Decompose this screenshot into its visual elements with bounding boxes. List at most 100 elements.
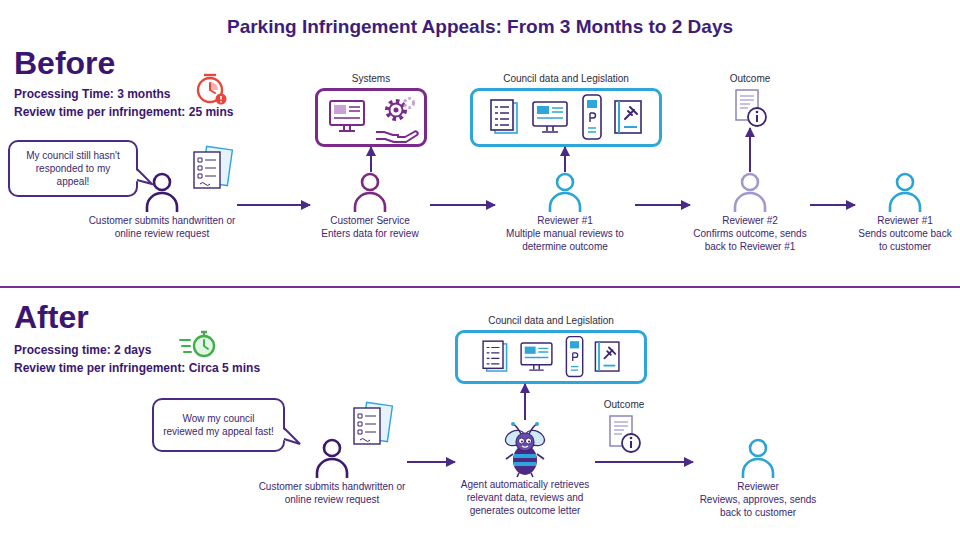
reviewer-step: Reviewer #1Multiple manual reviews to de… [495,172,635,253]
alert-mark [220,96,222,100]
flow-arrow [595,461,693,463]
paper-lines [200,160,216,186]
step-caption: Confirms outcome, sends back to Reviewer… [690,227,810,253]
icon-part [587,100,597,108]
icon-part [529,365,543,370]
role-caption: Customer submits handwritten or online r… [87,214,237,240]
icon-part [622,434,640,452]
icon-part [624,126,637,128]
icon-part [890,193,920,212]
section-divider [0,286,960,288]
reviewer-step: Reviewer #2Confirms outcome, sends back … [690,172,810,253]
icon-part [495,107,509,125]
ai-agent-step: Agent automatically retrieves relevant d… [455,420,595,517]
person-icon [730,172,770,214]
bubble-tail [284,428,300,444]
icon-part [324,440,340,456]
group-box [315,88,427,147]
person-icon [312,438,352,480]
icon-part [595,342,619,371]
role-caption: Customer Service [310,214,430,227]
icon-part [537,106,549,114]
icon-part [743,459,773,478]
icon-part [533,102,567,132]
outcome-icon [732,88,768,128]
speech-bubble: My council still hasn't responded to my … [8,140,138,197]
paper-boxes [358,414,362,434]
flow-arrow [749,128,751,172]
icon-part [583,95,601,139]
icon-part [748,108,766,126]
person-icon [350,172,390,214]
icon-part [557,174,573,190]
icon-part [376,131,418,142]
role-caption: Reviewer #1 [495,214,635,227]
alert-dot [220,101,222,103]
icon-part [533,102,567,126]
paper-front [194,152,220,188]
icon-part [526,438,532,444]
icon-part [615,101,641,133]
paper-back [362,402,393,441]
icon-part [376,99,418,143]
stopwatch-button [201,332,207,336]
icon-part [595,342,619,371]
flow-arrow [370,147,372,172]
group-heading: Council data and Legislation [455,312,647,330]
speed-lines [180,340,191,352]
outcome-document: Outcome [598,396,650,454]
icon-part [618,101,620,133]
icon-part [571,367,578,371]
icon-part [598,342,600,371]
icon-part [491,100,517,133]
icon-part [519,438,525,444]
diagram-title: Parking Infringement Appeals: From 3 Mon… [0,15,960,39]
flow-arrow [564,147,566,172]
reviewer-step: ReviewerReviews, approves, sends back to… [693,438,823,519]
reviewer-step: Reviewer #1Sends outcome back to custome… [855,172,955,253]
icon-part [897,174,913,190]
group-box [455,330,647,384]
icon-part [756,111,759,114]
icon-part [334,107,360,118]
resource-icons [458,333,644,381]
icon-part [525,348,549,357]
stopwatch-face [194,336,214,356]
alert-badge [216,94,227,105]
icon-part [528,440,530,442]
icon-part [516,433,534,451]
clock-icon [198,75,227,105]
document-stack-icon [354,402,392,444]
speech-text: My council still hasn't responded to my … [18,149,128,188]
role-caption: Customer submits handwritten or online r… [257,480,407,506]
icon-part [521,343,552,370]
outcome-document: Outcome [720,70,780,128]
flow-arrow [810,204,855,206]
customer-step: Customer submits handwritten or online r… [257,438,407,506]
outcome-icon [606,414,642,454]
paper-boxes [198,158,202,178]
icon-part [514,456,536,464]
icon-part [590,113,595,122]
clock-hands [210,83,215,93]
person-icon [738,438,778,480]
icon-part [483,341,503,368]
icon-part [330,101,364,125]
icon-part [405,99,414,108]
icon-part [570,341,579,348]
section-heading: Before [14,44,115,82]
icon-part [742,174,758,190]
speech-text: Wow my council reviewed my appeal fast! [162,412,275,438]
icon-part [317,459,347,478]
icon-part [390,104,403,117]
icon-part [387,101,405,119]
clock-top [204,74,216,76]
icon-part [566,337,582,377]
stopwatch-hands [204,340,208,349]
section-heading: After [14,298,89,336]
step-caption: Sends outcome back to customer [855,227,955,253]
customer-step: Customer submits handwritten or online r… [87,172,237,240]
speech-bubble: Wow my council reviewed my appeal fast! [152,398,285,452]
metric-text: Review time per infringement: Circa 5 mi… [14,360,260,376]
